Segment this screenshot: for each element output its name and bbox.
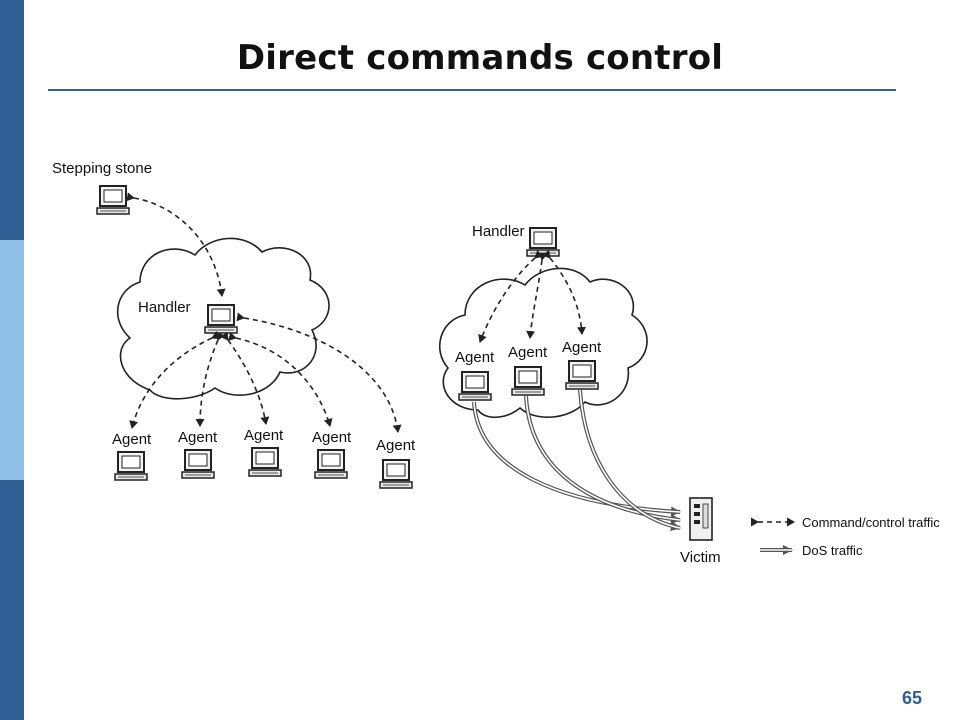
title-underline (48, 89, 896, 91)
command-link-stepping-stone (126, 192, 226, 297)
stepping-stone-computer-icon (96, 185, 130, 215)
page-number: 65 (901, 688, 922, 708)
left-agent-label: Agent (244, 427, 284, 444)
legend: Command/control traffic DoS traffic (751, 515, 940, 558)
left-agent-computer-icon (314, 449, 348, 479)
left-agent-label: Agent (312, 429, 352, 446)
left-command-links (129, 312, 402, 433)
sidebar-accent-top (0, 0, 24, 240)
left-agent-label: Agent (112, 431, 152, 448)
right-command-links (478, 249, 587, 343)
slide-title: Direct commands control (236, 38, 724, 78)
right-agent-label: Agent (508, 344, 548, 361)
left-agent-label: Agent (376, 437, 416, 454)
left-agent-computer-icon (181, 449, 215, 479)
victim-server-icon (689, 497, 713, 541)
sidebar-accent-middle (0, 240, 24, 480)
left-agent-label: Agent (178, 429, 218, 446)
left-handler-computer-icon (204, 304, 238, 334)
legend-dos-label: DoS traffic (802, 543, 863, 558)
right-agent-computer-icon (565, 360, 599, 390)
dos-traffic-links (472, 389, 681, 531)
right-handler-computer-icon (526, 227, 560, 257)
right-handler-label: Handler (472, 223, 525, 240)
victim-label: Victim (680, 549, 721, 566)
right-agent-computer-icon (458, 371, 492, 401)
right-agent-label: Agent (455, 349, 495, 366)
left-handler-label: Handler (138, 299, 191, 316)
left-agent-computer-icon (379, 459, 413, 489)
left-agent-computer-icon (248, 447, 282, 477)
sidebar-accent-bottom (0, 480, 24, 720)
right-agent-label: Agent (562, 339, 602, 356)
legend-command-label: Command/control traffic (802, 515, 940, 530)
stepping-stone-label: Stepping stone (52, 160, 152, 177)
left-agent-computer-icon (114, 451, 148, 481)
right-agent-computer-icon (511, 366, 545, 396)
